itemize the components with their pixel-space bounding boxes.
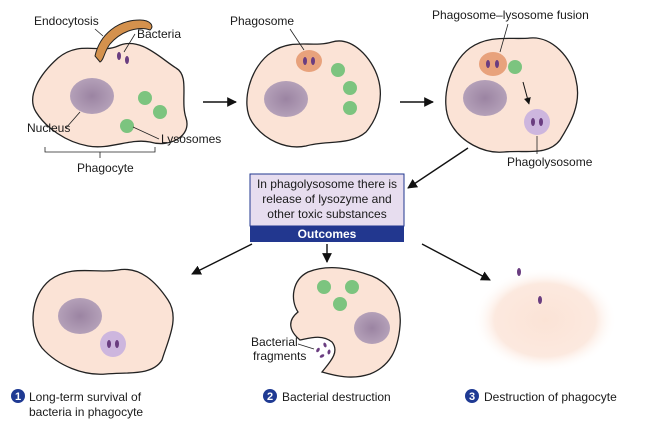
label-phagocyte: Phagocyte	[77, 161, 134, 175]
lysosome	[508, 60, 522, 74]
leader-line	[297, 343, 315, 350]
arrow	[522, 81, 531, 105]
phagosome	[479, 52, 507, 76]
leader-line	[132, 126, 160, 140]
cell-membrane	[32, 268, 174, 375]
phagosome	[296, 50, 322, 72]
leader-line	[94, 28, 104, 37]
bacterium	[125, 56, 129, 64]
cell-1-labels: Endocytosis Bacteria Nucleus Lysosomes P…	[27, 14, 221, 175]
phagocyte-cell-2	[246, 40, 381, 148]
cell-membrane	[246, 40, 381, 148]
label-phagolysosome: Phagolysosome	[507, 155, 593, 169]
bacterium	[486, 60, 490, 68]
leader-line	[499, 23, 509, 53]
label-phagosome: Phagosome	[230, 14, 294, 28]
bacterial-fragment	[316, 347, 320, 353]
bacterium	[538, 296, 542, 304]
outcome-1-line-2: bacteria in phagocyte	[29, 405, 143, 419]
cell-remnant	[473, 268, 617, 372]
bacterium	[107, 340, 111, 348]
outcome-3-number: 3	[469, 391, 475, 403]
lysosome	[333, 297, 347, 311]
bacterium	[117, 52, 121, 60]
leader-line	[123, 33, 136, 53]
leader-line	[289, 28, 305, 51]
label-endocytosis: Endocytosis	[34, 14, 99, 28]
outcome-1-line-1: Long-term survival of	[29, 390, 142, 404]
outcome-2-caption: 2 Bacterial destruction	[263, 389, 391, 404]
lysosome	[343, 81, 357, 95]
label-bacteria: Bacteria	[137, 27, 181, 41]
label-fusion: Phagosome–lysosome fusion	[432, 8, 589, 22]
nucleus	[264, 81, 308, 117]
label-lysosomes: Lysosomes	[161, 132, 221, 146]
bacterial-fragment	[327, 349, 331, 355]
bacterium	[531, 118, 535, 126]
phagocyte-bracket	[44, 147, 156, 158]
label-bacterial-fragments-1: Bacterial	[251, 335, 298, 349]
bacterial-fragment	[323, 342, 327, 348]
phagocyte-cell-1	[32, 19, 188, 148]
arrow	[421, 243, 491, 281]
box-line-2: release of lysozyme and	[262, 192, 391, 206]
membrane-fold	[94, 19, 153, 63]
phagolysosome	[524, 109, 550, 135]
outcome-number-badge	[263, 389, 277, 403]
bacterium	[517, 268, 521, 276]
outcome-3-line-1: Destruction of phagocyte	[484, 390, 617, 404]
nucleus	[463, 80, 507, 116]
nucleus	[354, 312, 390, 344]
bacterium	[115, 340, 119, 348]
nucleus	[70, 78, 114, 114]
arrow	[191, 243, 253, 275]
cell-membrane	[290, 267, 401, 378]
box-line-3: other toxic substances	[267, 207, 386, 221]
label-nucleus: Nucleus	[27, 121, 70, 135]
outcome-3-caption: 3 Destruction of phagocyte	[465, 389, 617, 404]
lysosome	[345, 280, 359, 294]
outcome-2-number: 2	[267, 391, 273, 403]
outcome-number-badge	[465, 389, 479, 403]
outcome-2-cell	[290, 267, 401, 378]
lysosome	[331, 63, 345, 77]
bacterium	[303, 57, 307, 65]
bacterial-fragment	[319, 354, 325, 358]
phagocyte-cell-3	[445, 37, 579, 153]
outcome-2-line-1: Bacterial destruction	[282, 390, 391, 404]
outcome-1-cell	[32, 268, 174, 375]
box-header	[250, 226, 404, 242]
phagolysosome	[100, 331, 126, 357]
bacterium	[311, 57, 315, 65]
bacterium	[495, 60, 499, 68]
outcome-3-cell	[473, 268, 617, 372]
label-bacterial-fragments-2: fragments	[253, 349, 306, 363]
nucleus	[58, 298, 102, 334]
outcomes-header: Outcomes	[298, 227, 357, 241]
lysosome	[138, 91, 152, 105]
outcome-1-caption: 1 Long-term survival of bacteria in phag…	[11, 389, 143, 419]
lysosome	[120, 119, 134, 133]
outcomes-box: In phagolysosome there is release of lys…	[249, 173, 405, 242]
box-line-1: In phagolysosome there is	[257, 177, 397, 191]
bacterium	[539, 118, 543, 126]
lysosome	[153, 105, 167, 119]
leader-line	[65, 111, 81, 129]
lysosome	[343, 101, 357, 115]
lysosome	[317, 280, 331, 294]
arrow	[407, 147, 469, 189]
outcome-number-badge	[11, 389, 25, 403]
outcome-1-number: 1	[15, 391, 21, 403]
